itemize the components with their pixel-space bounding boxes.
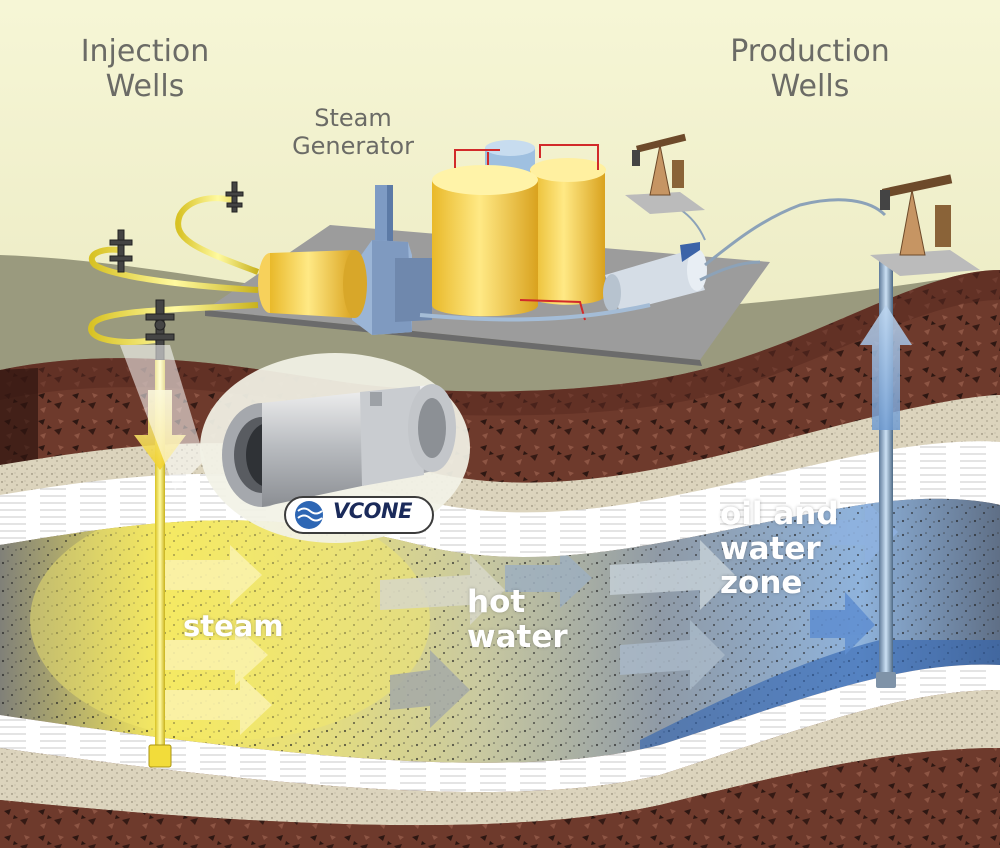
vcone-flow-meter — [222, 384, 456, 507]
steam-supply-pipes — [88, 195, 260, 345]
callout-beam — [120, 345, 205, 490]
lower-rock-layer — [0, 748, 1000, 848]
wellhead-icon — [109, 181, 244, 361]
injection-well — [148, 360, 172, 768]
oil-water-zone-label: oil and water zone — [720, 496, 839, 602]
steam-generator — [258, 185, 432, 335]
injection-wells-label: Injection Wells — [80, 34, 210, 105]
vcone-badge — [284, 496, 434, 534]
lower-shale-band — [0, 664, 1000, 793]
hot-water-zone-label: hot water — [467, 584, 568, 655]
storage-tanks — [432, 140, 606, 321]
vcone-logo: VCONE — [285, 497, 433, 533]
separator-vessel — [603, 242, 707, 312]
upper-shale-band — [0, 441, 1000, 558]
steam-generator-label: Steam Generator — [292, 104, 414, 161]
vcone-logo-text: VCONE — [333, 499, 412, 523]
oil-up-arrow — [860, 305, 912, 430]
steam-zone-label: steam — [183, 609, 284, 643]
pumpjack-icon — [625, 133, 705, 214]
production-wells-label: Production Wells — [730, 34, 890, 105]
lower-sand-band — [0, 690, 1000, 826]
pumpjack-icon — [870, 174, 980, 276]
